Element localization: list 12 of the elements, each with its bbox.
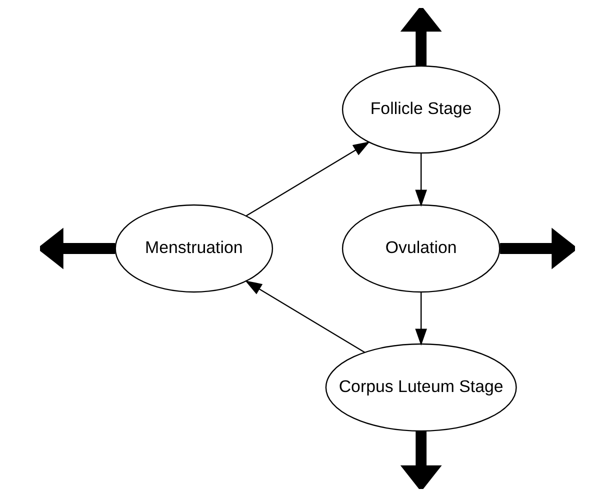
node-ellipse: Menstruation	[114, 204, 274, 293]
node-ellipse: Corpus Luteum Stage	[325, 343, 517, 432]
arrow	[500, 228, 575, 270]
arrow	[246, 141, 370, 216]
node-ellipse: Ovulation	[342, 204, 500, 293]
arrow	[40, 228, 116, 270]
node-ellipse: Follicle Stage	[342, 65, 500, 154]
arrow	[400, 8, 442, 66]
arrow	[245, 280, 366, 353]
arrow	[415, 292, 428, 346]
arrow	[400, 431, 442, 489]
arrow	[415, 153, 428, 207]
